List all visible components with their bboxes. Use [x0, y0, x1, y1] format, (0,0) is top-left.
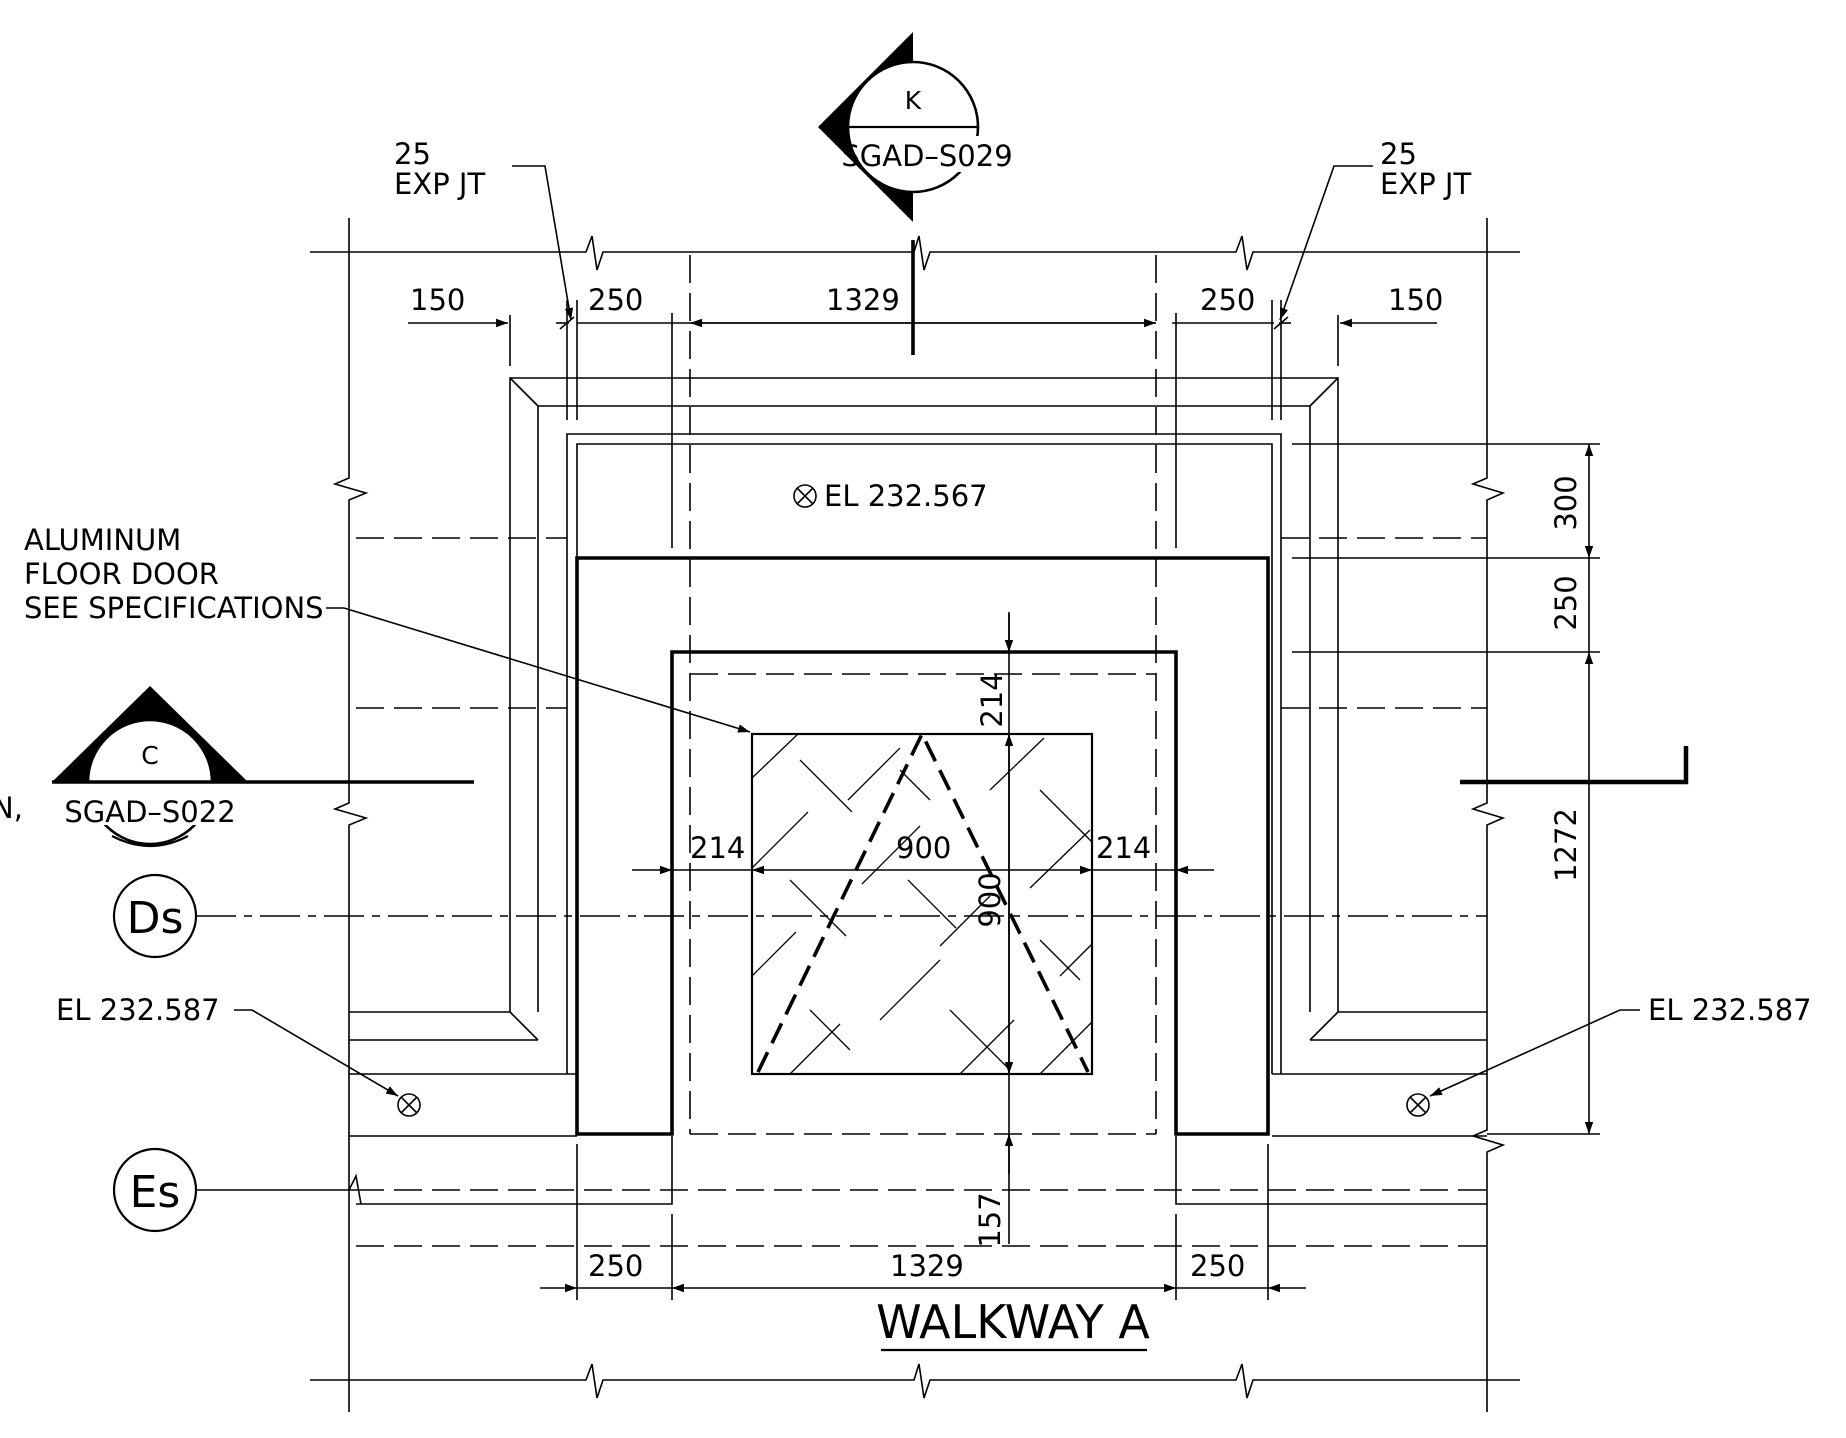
dim-door-left-214: 214: [690, 831, 745, 865]
section-cut-right: [1460, 746, 1689, 785]
dim-top-250-left: 250: [588, 283, 643, 317]
exp-jt-right-size: 25: [1380, 137, 1417, 171]
dim-bottom-250-right: 250: [1190, 1249, 1245, 1283]
edge-text: N,: [0, 791, 23, 825]
exp-jt-right-text: EXP JT: [1380, 167, 1471, 201]
dim-right-300: 300: [1549, 475, 1583, 530]
grid-bubble-es-label: Es: [130, 1167, 181, 1218]
dim-right-1272: 1272: [1549, 808, 1583, 882]
door-note-line-2: FLOOR DOOR: [24, 557, 219, 591]
hidden-lines: [196, 255, 1487, 1247]
dim-top-150-left: 150: [410, 283, 465, 317]
elevation-top: EL 232.567: [824, 479, 988, 513]
dim-door-height-900: 900: [973, 872, 1007, 927]
dim-door-width-900: 900: [896, 831, 951, 865]
exp-jt-left-leader: [512, 165, 574, 321]
dim-bottom-1329: 1329: [890, 1249, 964, 1283]
dim-door-bottom-157: 157: [973, 1192, 1007, 1247]
elevation-right-leader: [1429, 1009, 1640, 1097]
elevation-symbol-left: [397, 1093, 421, 1117]
elevation-symbol-right: [1406, 1093, 1430, 1117]
dim-top-150-right: 150: [1388, 283, 1443, 317]
door-note-line-3: SEE SPECIFICATIONS: [24, 591, 324, 625]
exp-jt-left-text: EXP JT: [394, 167, 485, 201]
dim-top-250-right: 250: [1200, 283, 1255, 317]
slab-outline: [348, 377, 1487, 1205]
dim-bottom-250-left: 250: [588, 1249, 643, 1283]
section-marker-top-sheet: SGAD–S029: [841, 139, 1012, 173]
section-marker-left-letter: C: [141, 741, 158, 770]
section-marker-top: [818, 32, 986, 222]
top-dimension-chain: [408, 240, 1437, 355]
dim-top-1329: 1329: [826, 283, 900, 317]
door-dimensions: [632, 614, 1214, 1174]
exp-jt-right-leader: [1279, 165, 1373, 321]
elevation-right: EL 232.587: [1648, 993, 1812, 1027]
floor-door-panel: [750, 729, 1094, 1076]
elevation-symbol-top: [793, 484, 817, 508]
section-marker-left-sheet: SGAD–S022: [64, 795, 235, 829]
exp-jt-left-size: 25: [394, 137, 431, 171]
elevation-left: EL 232.587: [56, 993, 220, 1027]
drawing-title: WALKWAY A: [876, 1295, 1150, 1349]
opening-outline: [575, 556, 1270, 1136]
grid-bubble-ds-label: Ds: [127, 893, 184, 944]
dim-door-right-214: 214: [1096, 831, 1151, 865]
walkway-boundary: [310, 218, 1520, 1412]
section-marker-top-letter: K: [905, 86, 922, 115]
dim-right-250: 250: [1549, 575, 1583, 630]
dim-door-top-214: 214: [975, 672, 1009, 727]
grid-bubble-es: [112, 1147, 356, 1233]
grid-bubble-ds: [112, 873, 198, 959]
elevation-left-leader: [234, 1009, 399, 1097]
door-note-line-1: ALUMINUM: [24, 523, 181, 557]
door-note-leader: [326, 607, 751, 733]
section-marker-left: [52, 686, 474, 848]
